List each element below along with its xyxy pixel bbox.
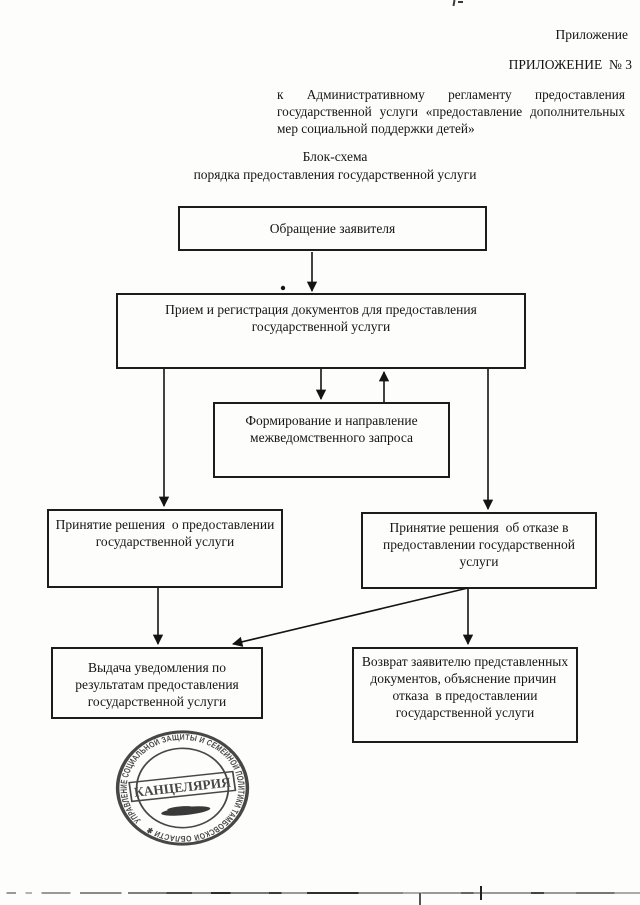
scan-tick: [480, 886, 482, 900]
addressee-line: государственной услуги «предоставление д…: [277, 104, 625, 119]
flowchart-node-interagency-request: Формирование и направление межведомствен…: [213, 402, 450, 478]
stamp-ink-smudge: [161, 806, 211, 816]
page-edge-scan-line: [0, 892, 640, 894]
appendix-number-label: ПРИЛОЖЕНИЕ № 3: [508, 57, 632, 72]
flowchart-node-applicant: Обращение заявителя: [178, 206, 487, 251]
node-label: Принятие решения об отказе в предоставле…: [383, 520, 575, 569]
page-title-line1: Блок-схема: [302, 149, 368, 164]
addressee-line: к Административному регламенту предостав…: [277, 87, 625, 102]
node-label: Выдача уведомления по результатам предос…: [75, 660, 239, 709]
arrow-refuse-to-notification: [231, 587, 469, 647]
header-annotation: Приложение: [555, 27, 628, 42]
node-label: Принятие решения о предоставлении госуда…: [55, 517, 275, 549]
office-stamp: УПРАВЛЕНИЕ СОЦИАЛЬНОЙ ЗАЩИТЫ И СЕМЕЙНОЙ …: [112, 727, 253, 849]
stamp-center-box: [128, 770, 237, 803]
scan-artifact: [458, 1, 463, 3]
node-label: Обращение заявителя: [269, 221, 396, 236]
flowchart-node-reception: Прием и регистрация документов для предо…: [116, 293, 526, 369]
flowchart-node-return-documents: Возврат заявителю представленных докумен…: [352, 647, 578, 743]
node-label: Прием и регистрация документов для предо…: [165, 302, 477, 334]
stamp-inner-ring: [135, 747, 230, 829]
scan-dot: [280, 285, 286, 291]
scan-tick: [419, 893, 421, 905]
addressee-line: мер социальной поддержки детей»: [277, 121, 475, 136]
page-title: Блок-схема порядка предоставления госуда…: [150, 148, 520, 183]
node-label: Формирование и направление межведомствен…: [245, 413, 418, 445]
page-title-line2: порядка предоставления государственной у…: [193, 166, 477, 182]
flowchart-node-issue-notification: Выдача уведомления по результатам предос…: [51, 647, 263, 719]
addressee-paragraph: к Административному регламенту предостав…: [277, 86, 625, 137]
flowchart-node-decision-refuse: Принятие решения об отказе в предоставле…: [361, 512, 597, 589]
scan-artifact: [452, 0, 456, 7]
stamp-ink-smudge: [167, 806, 193, 812]
flowchart-node-decision-grant: Принятие решения о предоставлении госуда…: [47, 509, 283, 588]
stamp-outer-ring: [115, 730, 250, 846]
node-label: Возврат заявителю представленных докумен…: [361, 654, 569, 720]
